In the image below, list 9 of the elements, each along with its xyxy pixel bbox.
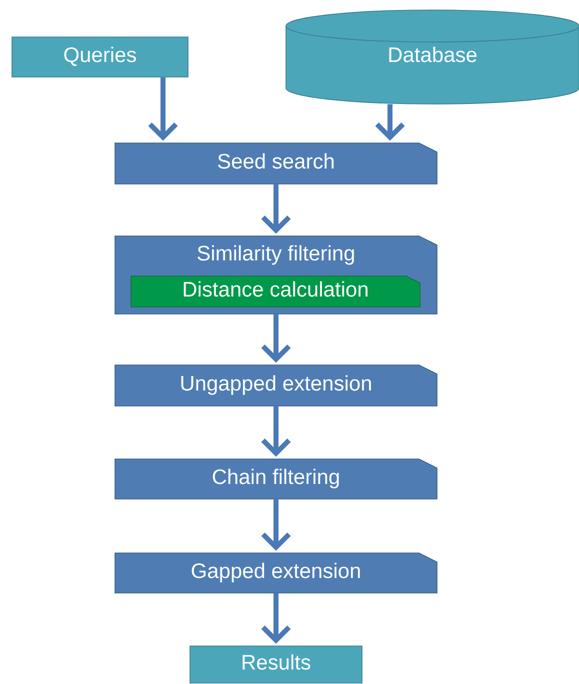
process-box: Results bbox=[190, 646, 362, 684]
database-cylinder: Database bbox=[286, 10, 579, 104]
process-box: Chain filtering bbox=[114, 458, 438, 500]
process-box: Distance calculation bbox=[130, 276, 420, 308]
process-box: Gapped extension bbox=[114, 552, 438, 594]
process-box: Ungapped extension bbox=[114, 364, 438, 406]
process-box: Queries bbox=[12, 36, 188, 78]
process-box: Seed search bbox=[114, 142, 438, 184]
arrow bbox=[148, 77, 178, 141]
